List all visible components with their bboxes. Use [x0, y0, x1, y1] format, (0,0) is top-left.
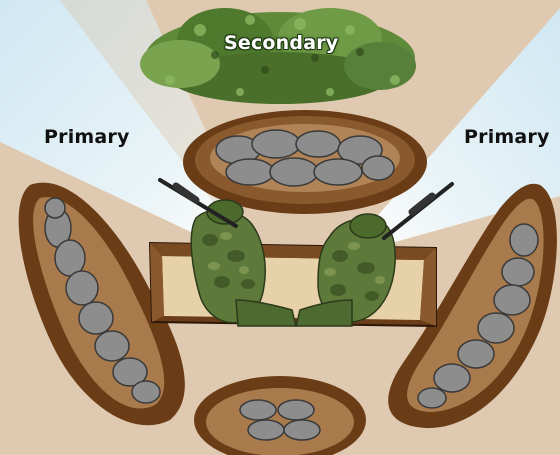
primary-sector-label-right: Primary	[464, 126, 550, 148]
rock-parapet-bottom	[194, 376, 366, 455]
primary-sector-label-left: Primary	[44, 126, 130, 148]
rock-parapet-icon	[183, 110, 427, 214]
secondary-sector-label: Secondary	[224, 32, 338, 54]
